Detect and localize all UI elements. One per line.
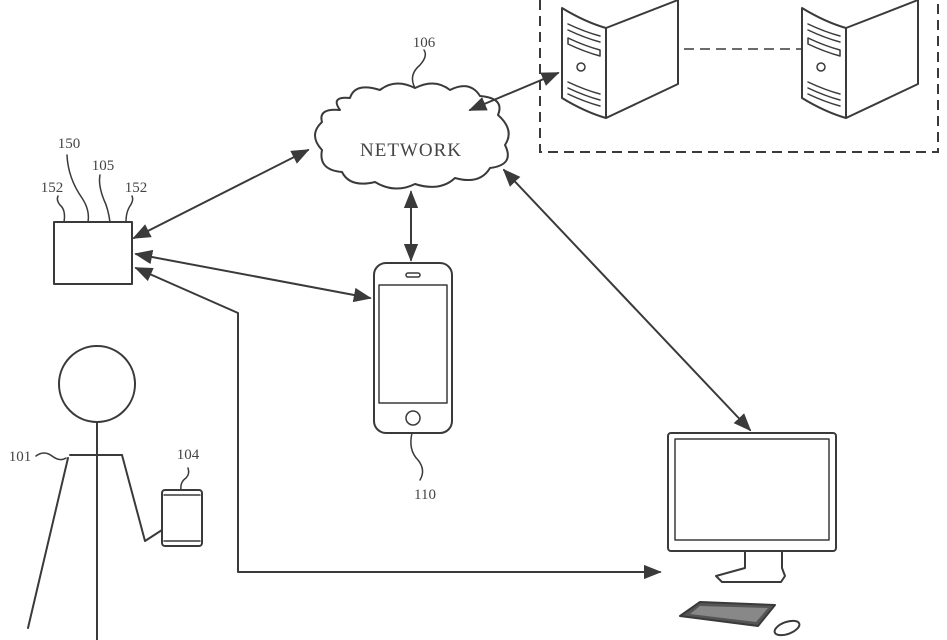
link-device-desktop xyxy=(134,267,662,580)
ref-label-handheld: 104 xyxy=(177,447,200,463)
server-icon xyxy=(801,0,919,119)
device-box: 152 150 105 152 xyxy=(41,136,148,285)
link-network-desktop xyxy=(502,168,752,432)
link-network-servers xyxy=(468,72,560,111)
leader-line xyxy=(35,452,67,461)
leader-line xyxy=(410,432,424,481)
leader-line xyxy=(411,49,427,89)
server-group xyxy=(539,0,939,153)
ref-label-smartphone: 110 xyxy=(414,487,436,503)
ref-label-sub: 150 xyxy=(58,136,81,152)
server-icon xyxy=(561,0,679,119)
network-cloud: NETWORK 106 xyxy=(314,35,510,190)
ref-label-port-right: 152 xyxy=(125,180,148,196)
ref-label-user: 101 xyxy=(9,449,32,465)
server-group-boundary xyxy=(539,0,939,153)
handheld-device: 104 xyxy=(161,447,203,547)
user-figure: 101 xyxy=(9,345,163,640)
ref-label-device: 105 xyxy=(92,158,115,174)
leader-line xyxy=(180,467,190,491)
link-device-network xyxy=(132,149,310,239)
smartphone: 110 xyxy=(373,262,453,503)
connections xyxy=(132,72,752,580)
network-label: NETWORK xyxy=(360,140,462,161)
ref-label-network: 106 xyxy=(413,35,436,51)
link-device-smartphone xyxy=(134,249,372,303)
ref-label-port-left: 152 xyxy=(41,180,64,196)
desktop-computer xyxy=(667,432,837,637)
